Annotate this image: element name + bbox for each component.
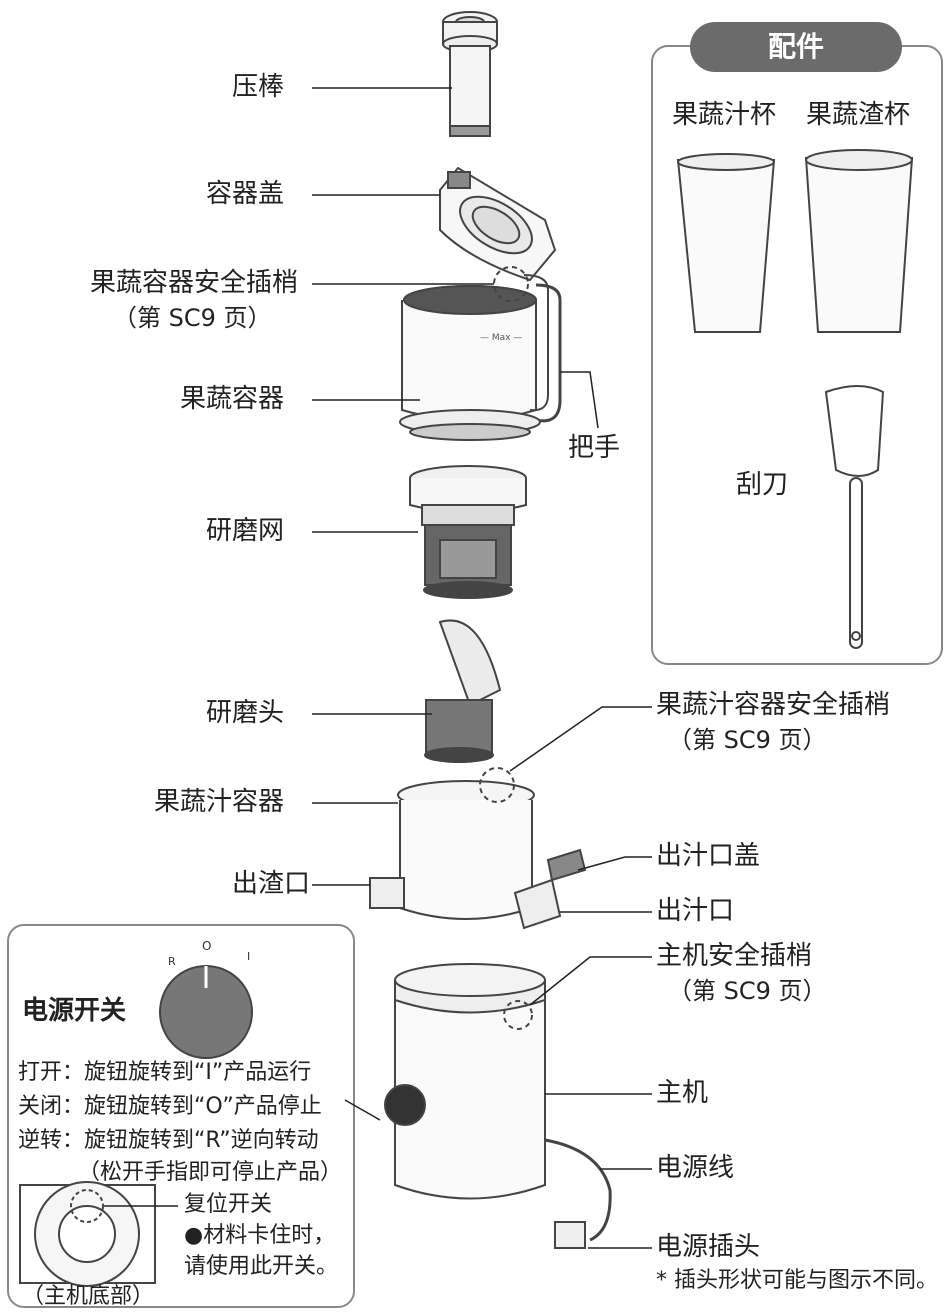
label-spout-cap: 出汁口盖 [656, 841, 761, 871]
leader-lines [104, 87, 652, 1249]
press-stick-shape [442, 11, 498, 137]
label-lid: 容器盖 [206, 179, 285, 209]
main-unit-shape [384, 963, 612, 1249]
label-pulp-cup: 果蔬渣杯 [806, 100, 911, 130]
label-plug-note: * 插头形状可能与图示不同。 [656, 1268, 938, 1293]
grind-head-shape [424, 619, 502, 763]
knob-mark-o: O [202, 939, 211, 953]
switch-title: 电源开关 [22, 996, 127, 1026]
label-main-unit: 主机 [656, 1078, 709, 1108]
label-main-pin-ref: （第 SC9 页） [668, 977, 827, 1005]
label-container: 果蔬容器 [180, 384, 285, 414]
accessories-title: 配件 [690, 22, 902, 72]
knob-mark-r: R [168, 955, 176, 968]
switch-reverse: 逆转：旋钮旋转到“R”逆向转动 [18, 1128, 319, 1153]
label-juice-container: 果蔬汁容器 [154, 787, 285, 817]
switch-off: 关闭：旋钮旋转到“O”产品停止 [18, 1094, 322, 1119]
juice-pin-marker [479, 767, 515, 803]
bottom-caption: （主机底部） [22, 1284, 155, 1309]
juice-container-shape [369, 767, 587, 930]
label-juice-pin: 果蔬汁容器安全插梢 [656, 690, 891, 720]
reset-title: 复位开关 [184, 1192, 273, 1217]
label-press-stick: 压棒 [232, 72, 285, 102]
label-plug: 电源插头 [656, 1232, 761, 1262]
container-shape: — Max — [399, 266, 562, 441]
container-pin-marker [493, 266, 529, 302]
label-spatula: 刮刀 [736, 470, 789, 500]
label-pulp-outlet: 出渣口 [232, 869, 311, 899]
label-juice-pin-ref: （第 SC9 页） [668, 726, 827, 754]
label-grind-head: 研磨头 [206, 698, 285, 728]
label-mesh: 研磨网 [206, 516, 285, 546]
knob-mark-i: I [247, 950, 250, 963]
bottom-view-shape [19, 1181, 156, 1287]
switch-reverse-note: （松开手指即可停止产品） [78, 1160, 343, 1185]
label-main-pin: 主机安全插梢 [656, 941, 813, 971]
label-spout: 出汁口 [656, 896, 735, 926]
label-cord: 电源线 [656, 1153, 735, 1183]
label-handle: 把手 [568, 433, 621, 463]
label-container-pin-ref: （第 SC9 页） [113, 304, 272, 332]
container-max-label: — Max — [480, 333, 522, 343]
reset-note-1: ●材料卡住时， [184, 1223, 336, 1248]
reset-note-2: 请使用此开关。 [184, 1254, 339, 1279]
switch-on: 打开：旋钮旋转到“I”产品运行 [18, 1060, 312, 1085]
mesh-shape [409, 465, 527, 599]
label-container-pin: 果蔬容器安全插梢 [90, 268, 299, 298]
pulp-cup-shape [804, 149, 914, 333]
main-pin-marker [503, 1000, 533, 1030]
accessories-panel [651, 45, 943, 665]
spatula-shape [824, 385, 885, 649]
juice-cup-shape [676, 153, 776, 333]
label-juice-cup: 果蔬汁杯 [672, 100, 777, 130]
power-knob-shape: R O I [159, 939, 253, 1059]
lid-shape [439, 166, 557, 282]
